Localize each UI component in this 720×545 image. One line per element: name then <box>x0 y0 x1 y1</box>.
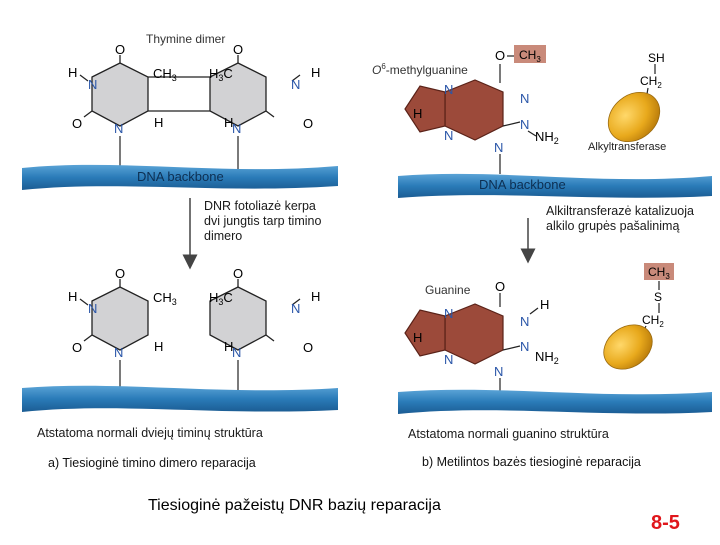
atom-label: N <box>88 301 97 316</box>
purine-six-ring <box>444 79 504 141</box>
amine-label: NH2 <box>535 129 559 146</box>
atom-label: N <box>520 314 529 329</box>
dna-backbone-top-right <box>398 173 712 198</box>
transferred-methyl-box <box>644 263 674 280</box>
methyl-label: H3C <box>209 66 233 83</box>
atom-label: H <box>224 339 233 354</box>
atom-label: H <box>540 297 549 312</box>
right-arrow-description: Alkiltransferazė katalizuoja alkilo grup… <box>546 204 694 233</box>
atom-label: O <box>233 266 243 281</box>
methyl-label: CH3 <box>153 290 177 307</box>
methyl-box-label: CH3 <box>648 265 670 281</box>
atom-label: H <box>224 115 233 130</box>
atom-label: H <box>68 65 77 80</box>
atom-label: H <box>68 289 77 304</box>
atom-label: N <box>114 121 123 136</box>
atom-label: O <box>495 48 505 63</box>
atom-label: O <box>72 340 82 355</box>
methylguanine-group: O6-methylguanine CH3 O N N N N N H NH2 S… <box>372 45 712 264</box>
atom-label: H <box>413 106 422 121</box>
atom-label: O <box>303 340 313 355</box>
atom-label: N <box>520 91 529 106</box>
atom-label: N <box>444 306 453 321</box>
atom-label: N <box>114 345 123 360</box>
alkyltransferase-enzyme-methylated <box>603 324 653 370</box>
dna-backbone-top-left <box>22 164 338 190</box>
atom-label: O <box>115 42 125 57</box>
atom-label: O <box>72 116 82 131</box>
atom-label: N <box>232 345 241 360</box>
thymine-dimer-group: Thymine dimer O H N O N CH3 H O H N O N … <box>22 32 338 270</box>
atom-label: N <box>494 140 503 155</box>
guanine-group: Guanine O N N H N N N H NH2 CH3 S CH2 <box>398 263 712 414</box>
atom-label: N <box>291 301 300 316</box>
repaired-thymines-group: O H N O N CH3 H O H N O N H3C H <box>22 266 338 412</box>
page-title: Tiesioginė pažeistų DNR bazių reparacija <box>148 497 441 514</box>
methylene-label: CH2 <box>640 74 662 90</box>
atom-label: N <box>291 77 300 92</box>
amine-label: NH2 <box>535 349 559 366</box>
left-subtitle: a) Tiesioginė timino dimero reparacija <box>48 456 256 470</box>
methyl-group-box <box>514 45 546 63</box>
dna-backbone-label: DNA backbone <box>479 177 566 192</box>
alkyltransferase-enzyme <box>607 91 661 143</box>
atom-label: N <box>444 352 453 367</box>
atom-label: N <box>520 339 529 354</box>
methylguanine-label: O6-methylguanine <box>372 62 468 77</box>
thymine-ring-left <box>91 62 149 127</box>
thiol-label: SH <box>648 51 665 65</box>
atom-label: O <box>495 279 505 294</box>
purine-five-ring <box>404 85 446 133</box>
atom-label: N <box>494 364 503 379</box>
atom-label: O <box>115 266 125 281</box>
atom-label: N <box>232 121 241 136</box>
guanine-label: Guanine <box>425 283 471 297</box>
purine-five-ring-repaired <box>404 309 446 357</box>
sulfur-label: S <box>654 290 662 304</box>
atom-label: H <box>311 65 320 80</box>
thymine-dimer-label: Thymine dimer <box>146 32 225 46</box>
atom-label: N <box>444 82 453 97</box>
atom-label: H <box>154 115 163 130</box>
atom-label: N <box>520 117 529 132</box>
right-result-caption: Atstatoma normali guanino struktūra <box>408 427 609 441</box>
dna-backbone-bottom-right <box>398 389 712 414</box>
atom-label: O <box>303 116 313 131</box>
atom-label: O <box>233 42 243 57</box>
atom-label: H <box>154 339 163 354</box>
slide-number: 8-5 <box>651 512 680 534</box>
methylene-label: CH2 <box>642 313 664 329</box>
left-result-caption: Atstatoma normali dviejų timinų struktūr… <box>37 426 263 440</box>
dna-backbone-bottom-left <box>22 385 338 412</box>
methyl-label: H3C <box>209 290 233 307</box>
atom-label: H <box>413 330 422 345</box>
methyl-label: CH3 <box>153 66 177 83</box>
dna-backbone-label: DNA backbone <box>137 169 224 184</box>
atom-label: N <box>444 128 453 143</box>
left-arrow-description: DNR fotoliazė kerpa dvi jungtis tarp tim… <box>204 199 322 243</box>
thymine-ring-left-repaired <box>91 286 149 351</box>
atom-label: N <box>88 77 97 92</box>
methyl-box-label: CH3 <box>519 48 541 64</box>
atom-label: H <box>311 289 320 304</box>
right-subtitle: b) Metilintos bazės tiesioginė reparacij… <box>422 455 641 469</box>
purine-six-ring-repaired <box>444 303 504 365</box>
enzyme-label: Alkyltransferase <box>588 141 666 153</box>
